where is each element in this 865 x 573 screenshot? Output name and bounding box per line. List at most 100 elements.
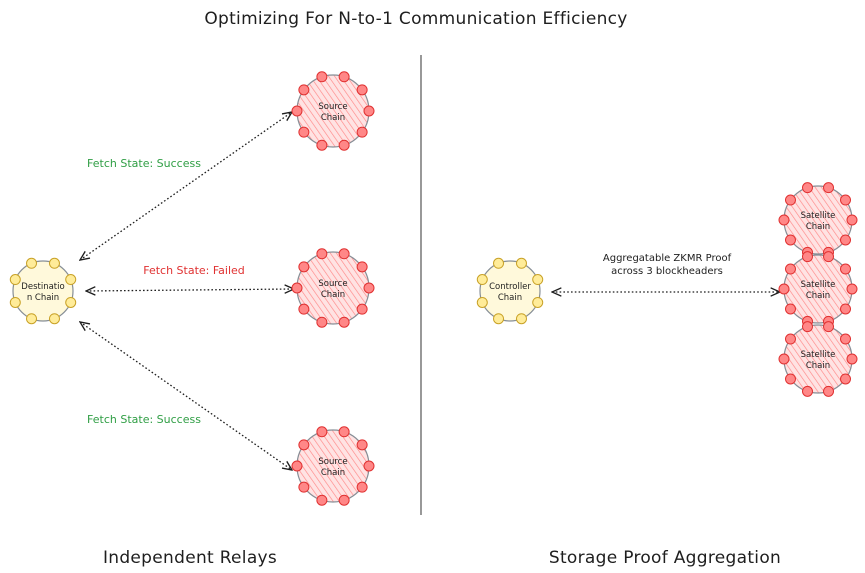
- chain-peer-node: [846, 353, 858, 365]
- chain-peer-node: [840, 303, 852, 315]
- chain-peer-node: [801, 251, 813, 263]
- chain-peer-node: [338, 71, 350, 83]
- chain-label-line-1: Destinatio: [21, 282, 64, 292]
- chain-peer-node: [784, 333, 796, 345]
- chain-peer-node: [363, 105, 375, 117]
- chain-peer-node: [316, 248, 328, 260]
- proof-label-line-1: Aggregatable ZKMR Proof: [603, 253, 732, 264]
- chain-peer-node: [840, 194, 852, 206]
- chain-peer-node: [515, 313, 527, 325]
- chain-peer-node: [778, 214, 790, 226]
- chain-peer-node: [9, 274, 21, 286]
- chain-peer-node: [316, 139, 328, 151]
- chain-label-line-2: Chain: [806, 291, 830, 301]
- chain-label-line-1: Satellite: [801, 280, 836, 290]
- chain-peer-node: [26, 257, 38, 269]
- chain-label-line-2: Chain: [321, 113, 345, 123]
- chain-label-line-2: n Chain: [27, 293, 59, 303]
- chain-peer-node: [356, 261, 368, 273]
- chain-peer-node: [316, 494, 328, 506]
- chain-peer-node: [515, 257, 527, 269]
- chain-label-line-1: Source: [318, 279, 347, 289]
- heading-independent-relays: Independent Relays: [103, 548, 277, 568]
- heading-storage-proof-aggregation: Storage Proof Aggregation: [549, 548, 781, 568]
- chain-peer-node: [493, 313, 505, 325]
- chain-peer-node: [784, 303, 796, 315]
- chain-peer-node: [338, 426, 350, 438]
- chain-peer-node: [65, 296, 77, 308]
- chain-peer-node: [476, 296, 488, 308]
- chain-peer-node: [801, 321, 813, 333]
- chain-peer-node: [316, 316, 328, 328]
- chain-peer-node: [298, 261, 310, 273]
- chain-peer-node: [476, 274, 488, 286]
- chain-peer-node: [801, 182, 813, 194]
- chain-peer-node: [298, 303, 310, 315]
- chain-label-line-2: Chain: [806, 222, 830, 232]
- chain-peer-node: [356, 481, 368, 493]
- chain-peer-node: [338, 139, 350, 151]
- chain-label-line-1: Controller: [489, 282, 531, 292]
- chain-peer-node: [846, 214, 858, 226]
- chain-label-line-2: Chain: [806, 361, 830, 371]
- chain-peer-node: [298, 84, 310, 96]
- chain-peer-node: [784, 234, 796, 246]
- chain-peer-node: [291, 105, 303, 117]
- chain-peer-node: [363, 282, 375, 294]
- chain-peer-node: [840, 373, 852, 385]
- chain-peer-node: [316, 426, 328, 438]
- chain-peer-node: [298, 481, 310, 493]
- chain-label-line-2: Chain: [321, 468, 345, 478]
- chain-peer-node: [298, 439, 310, 451]
- arrow-dest-source-1: [80, 112, 292, 260]
- chain-peer-node: [356, 84, 368, 96]
- chain-peer-node: [493, 257, 505, 269]
- chain-peer-node: [532, 296, 544, 308]
- chain-label-line-2: Chain: [498, 293, 522, 303]
- proof-label-line-2: across 3 blockheaders: [611, 266, 723, 277]
- chain-label-line-1: Source: [318, 457, 347, 467]
- chain-peer-node: [840, 263, 852, 275]
- chain-peer-node: [291, 282, 303, 294]
- chain-peer-node: [784, 194, 796, 206]
- chain-peer-node: [840, 333, 852, 345]
- chain-peer-node: [9, 296, 21, 308]
- chain-peer-node: [291, 460, 303, 472]
- chain-peer-node: [48, 313, 60, 325]
- chain-peer-node: [784, 263, 796, 275]
- chain-peer-node: [338, 316, 350, 328]
- chain-peer-node: [48, 257, 60, 269]
- chain-label-line-1: Source: [318, 102, 347, 112]
- status-label-source-2: Fetch State: Failed: [143, 264, 245, 277]
- arrow-dest-source-3: [80, 322, 292, 470]
- chain-peer-node: [316, 71, 328, 83]
- chain-peer-node: [65, 274, 77, 286]
- status-label-source-3: Fetch State: Success: [87, 413, 201, 426]
- chain-peer-node: [338, 248, 350, 260]
- chain-peer-node: [840, 234, 852, 246]
- chain-peer-node: [532, 274, 544, 286]
- chain-peer-node: [823, 251, 835, 263]
- diagram-title: Optimizing For N-to-1 Communication Effi…: [204, 9, 627, 29]
- chain-label-line-1: Satellite: [801, 211, 836, 221]
- chain-label-line-1: Satellite: [801, 350, 836, 360]
- chain-label-line-2: Chain: [321, 290, 345, 300]
- chain-ring: [479, 260, 541, 322]
- chain-peer-node: [823, 385, 835, 397]
- chain-peer-node: [356, 303, 368, 315]
- chain-peer-node: [823, 182, 835, 194]
- status-label-source-1: Fetch State: Success: [87, 157, 201, 170]
- chain-peer-node: [298, 126, 310, 138]
- chain-peer-node: [778, 283, 790, 295]
- chain-peer-node: [801, 385, 813, 397]
- chain-peer-node: [26, 313, 38, 325]
